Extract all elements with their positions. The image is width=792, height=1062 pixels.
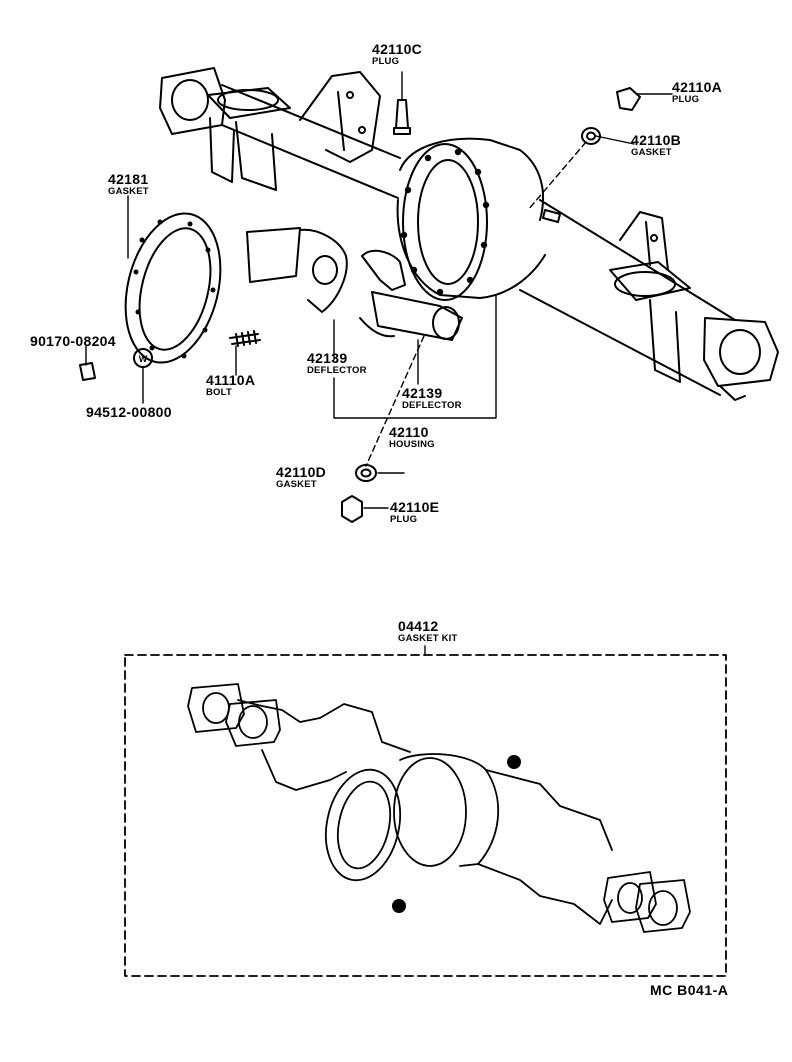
washer-94512-drawing: [133, 348, 153, 368]
gasket-42181-drawing: [124, 212, 222, 364]
diagram-reference-code: MC B041-A: [650, 982, 729, 998]
part-number: 90170-08204: [30, 333, 116, 349]
part-name: DEFLECTOR: [402, 400, 462, 411]
part-name: GASKET: [631, 147, 672, 158]
part-number: 42139: [307, 350, 348, 366]
gasket-kit-box: [124, 654, 727, 977]
callout-04412: 04412 GASKET KIT: [398, 619, 458, 644]
plug-42110A-drawing: [616, 87, 641, 111]
gasket-42110B-drawing: [581, 127, 601, 145]
callout-42181: 42181 GASKET: [108, 172, 149, 197]
gasket-kit-small-gaskets: [392, 755, 521, 913]
callout-42110E: 42110E PLUG: [390, 500, 439, 525]
part-name: PLUG: [390, 514, 418, 525]
callout-90170-08204: 90170-08204: [30, 334, 116, 348]
callout-42139-right: 42139 DEFLECTOR: [402, 386, 462, 411]
nut-90170-drawing: [79, 362, 96, 381]
part-number: 04412: [398, 618, 439, 634]
callout-42110B: 42110B GASKET: [631, 133, 681, 158]
part-name: PLUG: [672, 94, 700, 105]
part-name: GASKET: [108, 186, 149, 197]
part-name: DEFLECTOR: [307, 365, 367, 376]
washer-mark: W: [139, 354, 148, 364]
part-number: 42139: [402, 385, 443, 401]
part-number: 42110E: [390, 499, 440, 515]
part-name: PLUG: [372, 56, 400, 67]
callout-42110A: 42110A PLUG: [672, 80, 722, 105]
part-number: 42110D: [276, 464, 327, 480]
part-number: 42110C: [372, 41, 423, 57]
part-number: 42181: [108, 171, 149, 187]
leader-lines: [85, 71, 673, 656]
part-number: 42110: [389, 424, 429, 440]
part-number: 41110A: [206, 372, 256, 388]
callout-94512-00800: 94512-00800: [86, 405, 172, 419]
callout-42110C: 42110C PLUG: [372, 42, 422, 67]
gasket-42110D-drawing: [355, 464, 377, 482]
plug-42110C-drawing: [393, 99, 411, 135]
axle-housing-drawing: [159, 67, 779, 401]
part-number: 94512-00800: [86, 404, 172, 420]
part-name: BOLT: [206, 387, 232, 398]
deflector-drawing: [246, 227, 463, 341]
callout-42110D: 42110D GASKET: [276, 465, 326, 490]
part-name: GASKET KIT: [398, 633, 458, 644]
part-name: GASKET: [276, 479, 317, 490]
dashed-leaders: [365, 141, 587, 467]
callout-42110: 42110 HOUSING: [389, 425, 435, 450]
part-number: 42110B: [631, 132, 682, 148]
gasket-kit-drawing: [187, 683, 691, 933]
part-number: 42110A: [672, 79, 723, 95]
bolt-41110A-drawing: [229, 330, 261, 347]
plug-42110E-drawing: [341, 495, 363, 523]
part-name: HOUSING: [389, 439, 435, 450]
callout-41110A: 41110A BOLT: [206, 373, 255, 398]
callout-42139-left: 42139 DEFLECTOR: [307, 351, 367, 376]
